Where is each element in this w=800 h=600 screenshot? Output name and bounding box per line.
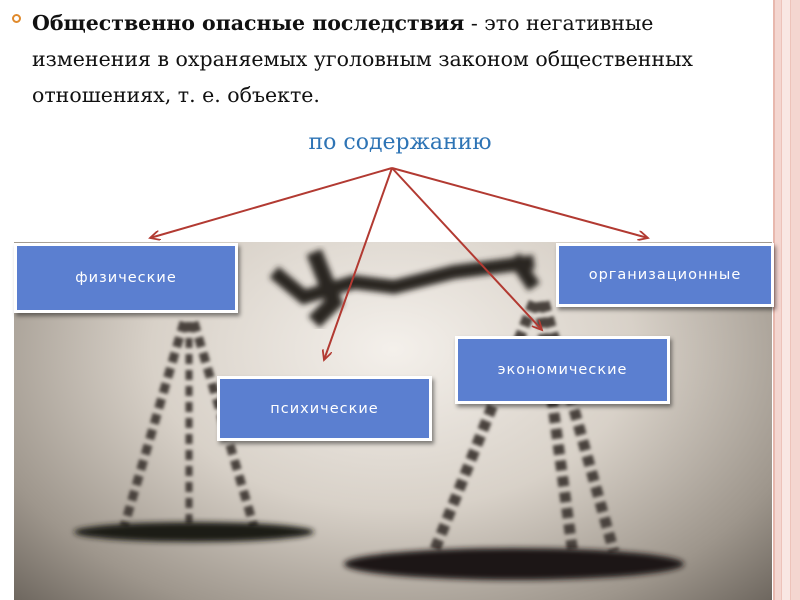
left-chain-2 [189, 320, 259, 529]
category-mental-box: психические [217, 376, 432, 441]
definition-dash: - [464, 11, 485, 35]
slide-right-stripe [773, 0, 800, 600]
category-physical-label: физические [75, 270, 177, 286]
right-scale-pan [344, 548, 684, 580]
arrow-to-physical [150, 167, 393, 238]
definition-paragraph: Общественно опасные последствия - это не… [32, 5, 777, 113]
category-organizational-label: организационные [588, 267, 742, 283]
left-chain-1 [119, 320, 189, 529]
category-physical-box: физические [14, 243, 238, 313]
category-economic-box: экономические [455, 336, 670, 404]
arrow-to-organizational [391, 167, 648, 238]
right-chain-3 [538, 300, 620, 554]
definition-text: это негативные изменения в охраняемых уг… [32, 11, 693, 107]
category-organizational-box: организационные [556, 243, 774, 307]
right-chain-1 [428, 299, 540, 555]
right-chain-2 [533, 301, 580, 563]
category-economic-label: экономические [497, 362, 628, 378]
definition-term: Общественно опасные последствия [32, 11, 465, 35]
slide-right-stripe-inner [781, 0, 791, 600]
category-mental-label: психические [270, 400, 379, 417]
circle-bullet-icon [12, 14, 21, 23]
classification-subtitle: по содержанию [308, 130, 492, 155]
left-scale-pan [74, 522, 314, 542]
